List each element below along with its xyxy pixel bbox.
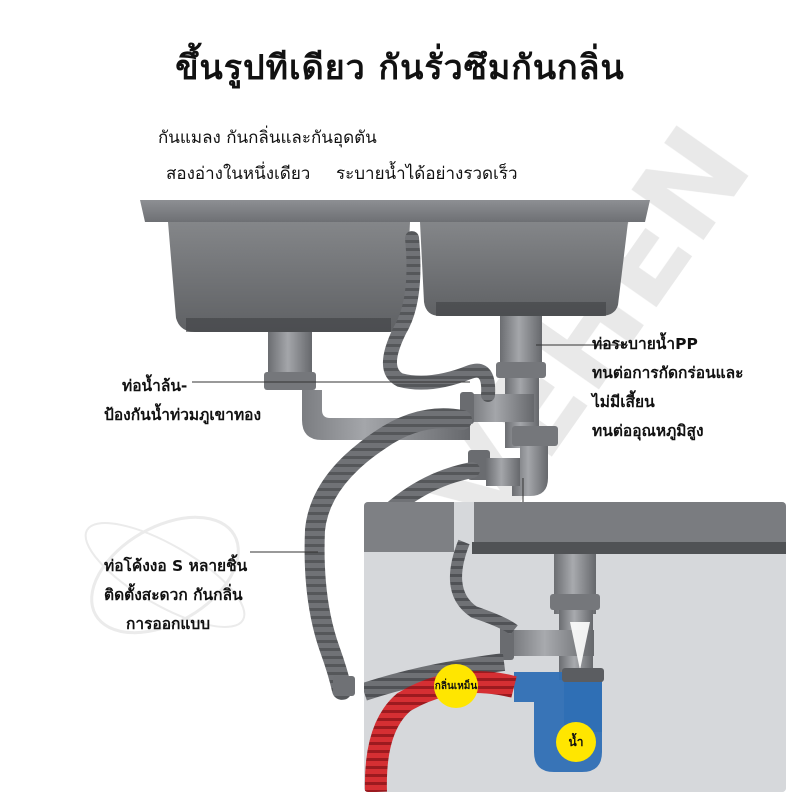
callout-pp-line-1: ท่อระบายน้ำPP [592,335,698,353]
water-bubble: น้ำ [556,722,596,762]
callout-pp-line-4: ทนต่ออุณหภูมิสูง [592,422,704,440]
callout-s-bend-line-1: ท่อโค้งงอ S หลายชิ้น [104,557,248,575]
overflow-hose [383,231,496,402]
left-drain-tail [268,332,312,372]
feature-line-1: กันแมลง กันกลิ่นและกันอุดตัน [158,128,377,148]
callout-pp-line-2: ทนต่อการกัดกร่อนและ [592,364,744,382]
flow-arrow-icon [570,622,590,670]
inset-red-hose [364,671,517,792]
callout-s-bend: ท่อโค้งงอ S หลายชิ้น ติดตั้งสะดวก กันกลิ… [104,552,247,639]
sink-rim [140,200,650,222]
callout-s-bend-line-2: ติดตั้งสะดวก กันกลิ่น [104,586,243,604]
sink-bowl-right [420,222,628,316]
smell-bubble: กลิ่นเหม็น [434,664,478,708]
inset-closeup: กลิ่นเหม็น น้ำ [364,502,786,792]
s-bend-hose [304,408,472,700]
callout-overflow: ท่อน้ำล้น- ป้องกันน้ำท่วมภูเขาทอง [104,372,288,430]
callout-overflow-line-1: ท่อน้ำล้น- [122,377,188,395]
callout-pp-line-3: ไม่มีเสี้ยน [592,393,655,411]
feature-line-2b: ระบายน้ำได้อย่างรวดเร็ว [336,164,518,184]
callout-overflow-line-2: ป้องกันน้ำท่วมภูเขาทอง [104,406,262,424]
page-title: ขึ้นรูปทีเดียว กันรั่วซึมกันกลิ่น [175,48,625,88]
feature-line-2a: สองอ่างในหนึ่งเดียว [166,164,311,184]
callout-s-bend-line-3: การออกแบบ [126,615,211,633]
callout-pp-pipe: ท่อระบายน้ำPP ทนต่อการกัดกร่อนและ ไม่มีเ… [592,330,743,446]
sink-bowl-left [168,222,410,332]
right-drain-tail [500,316,542,366]
